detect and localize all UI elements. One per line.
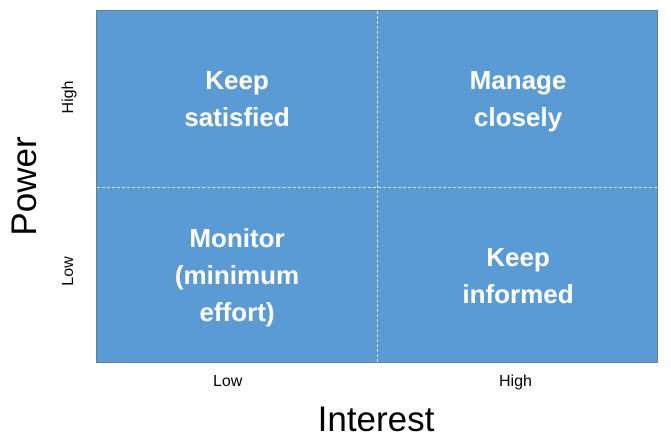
x-tick-high: High (499, 373, 532, 390)
y-tick-low: Low (60, 256, 77, 286)
quadrant-label-line: satisfied (184, 102, 290, 132)
quadrant-keep-informed: Keep informed (378, 188, 658, 363)
horizontal-divider (97, 187, 657, 188)
quadrant-label-line: Keep (205, 65, 269, 95)
quadrant-label-line: Keep (486, 241, 550, 272)
quadrant-keep-satisfied: Keep satisfied (97, 11, 377, 187)
quadrant-label-line: closely (473, 102, 563, 132)
quadrant-manage-closely: Manage closely (378, 11, 658, 187)
power-interest-grid: Keep satisfied Manage closely Monitor (m… (96, 10, 658, 363)
quadrant-label-line: (minimum (174, 260, 300, 290)
y-tick-high: High (60, 80, 77, 114)
quadrant-label-line: Monitor (189, 223, 285, 253)
quadrant-monitor: Monitor (minimum effort) (97, 188, 377, 363)
vertical-divider (377, 11, 378, 362)
quadrant-label-line: Manage (469, 65, 567, 95)
x-tick-low: Low (213, 373, 243, 390)
x-axis-title: Interest (317, 400, 435, 439)
quadrant-label-line: effort) (199, 297, 275, 327)
y-axis-title: Power (5, 136, 44, 236)
quadrant-label-line: informed (462, 278, 574, 309)
